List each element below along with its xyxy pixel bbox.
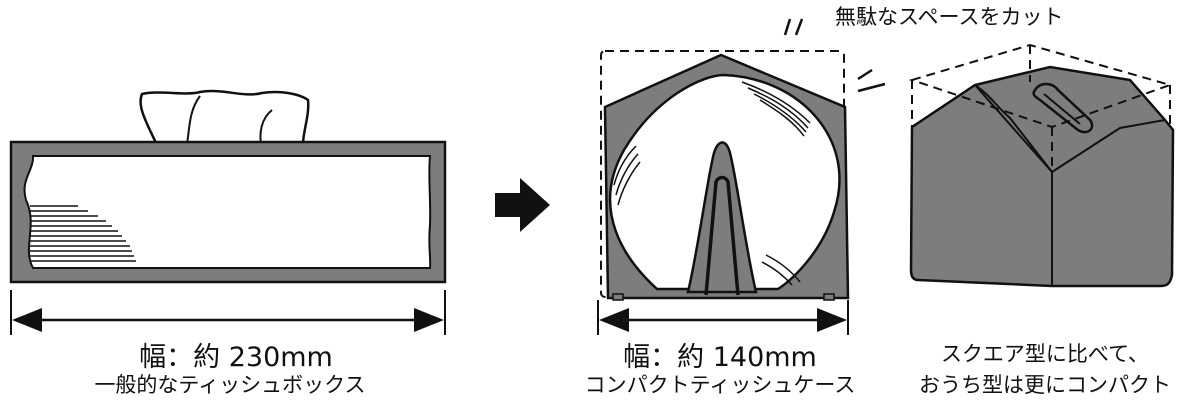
house-case-3d <box>908 43 1175 288</box>
right-arrow-icon <box>495 178 550 232</box>
tissue-opening <box>1032 82 1094 134</box>
width-dimension-arrow <box>597 300 849 335</box>
width-dimension-arrow <box>10 290 446 335</box>
case-foot <box>612 293 624 301</box>
box-window <box>23 155 432 269</box>
case-width-label: 幅：約 140mm <box>623 342 817 373</box>
tissue-pull-slit <box>704 175 740 296</box>
annotation-cut-label: 無駄なスペースをカット <box>835 5 1064 29</box>
tissue-stack-lines <box>613 81 811 286</box>
tissue-edge-lines <box>30 205 136 262</box>
standard-tissue-box <box>9 89 447 335</box>
case-foot <box>823 293 835 301</box>
tissue-sheet-top <box>139 89 310 154</box>
box-width-label: 幅：約 230mm <box>139 342 333 373</box>
box-name-label: 一般的なティッシュボックス <box>94 373 366 397</box>
square-box-dashed-outline <box>908 43 1174 172</box>
comparison-label-line2: おうち型は更にコンパクト <box>919 373 1171 397</box>
house-case-body <box>909 65 1175 288</box>
compact-tissue-case <box>597 50 850 335</box>
case-center-divider <box>686 141 758 294</box>
house-roof-slope <box>911 83 1053 173</box>
tissue-opening-inner <box>1043 93 1081 125</box>
comparison-label-line1: スクエア型に比べて、 <box>940 342 1150 366</box>
cut-mark-lines <box>783 18 886 93</box>
case-name-label: コンパクトティッシュケース <box>584 373 856 397</box>
